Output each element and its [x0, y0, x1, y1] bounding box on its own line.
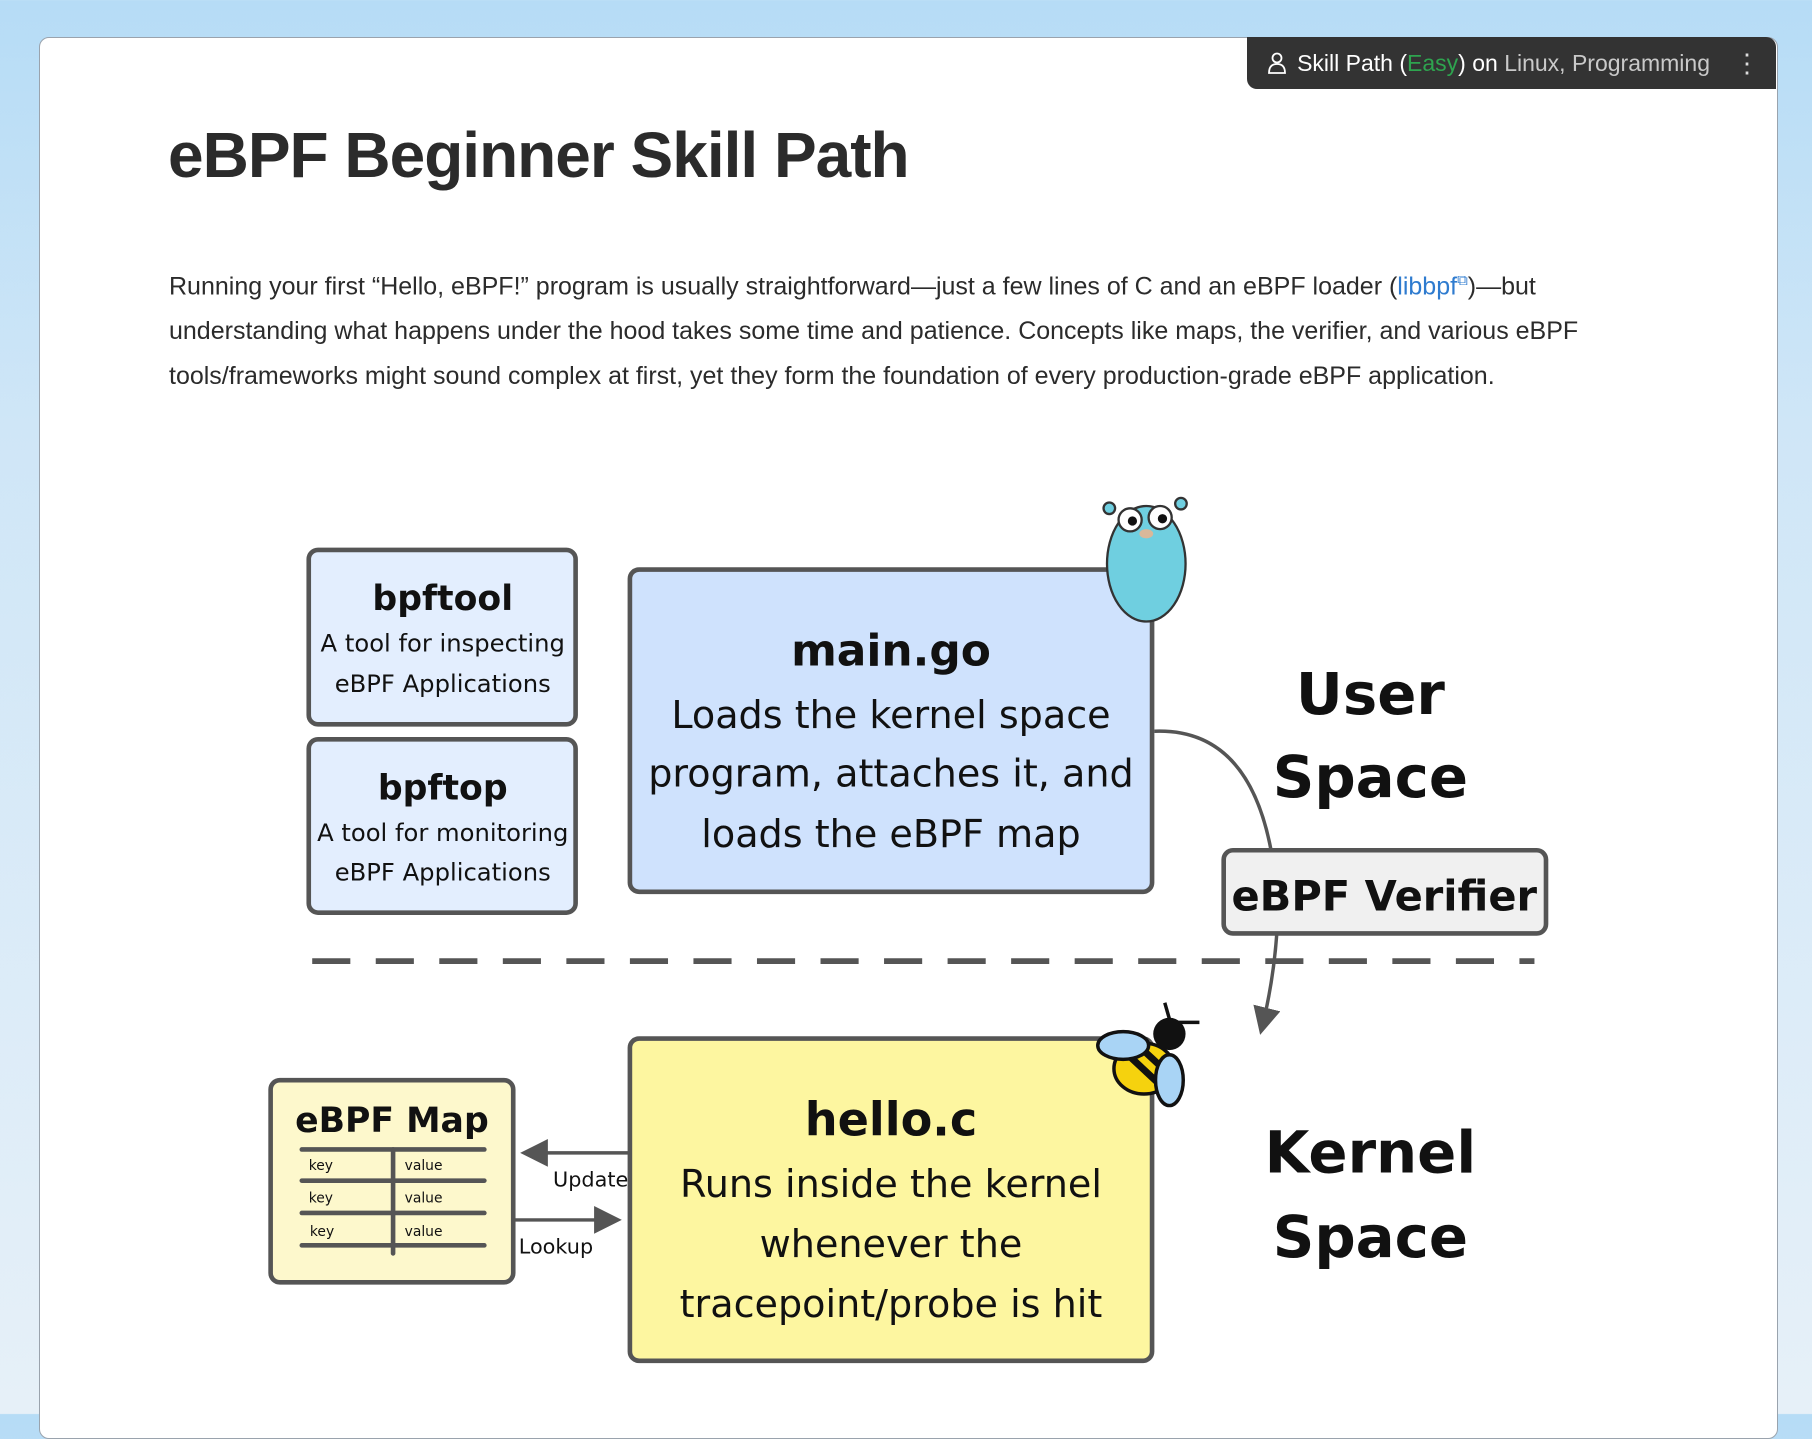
topics-link[interactable]: Linux, Programming	[1504, 49, 1710, 76]
user-space-label-1: User	[1296, 660, 1445, 728]
main-to-verifier-connector	[1154, 729, 1273, 851]
tag-prefix: Skill Path (	[1297, 49, 1408, 76]
lookup-label: Lookup	[519, 1234, 593, 1258]
user-space-label-2: Space	[1273, 743, 1468, 811]
verifier-to-kernel-arrow	[1253, 933, 1281, 1035]
tag-middle: ) on	[1458, 49, 1505, 76]
bpftool-box: bpftool A tool for inspecting eBPF Appli…	[306, 547, 578, 727]
hello-c-box: hello.c Runs inside the kernel whenever …	[627, 1036, 1155, 1364]
hello-c-desc-3: tracepoint/probe is hit	[680, 1282, 1103, 1326]
update-label: Update	[553, 1167, 628, 1191]
bpftop-box: bpftop A tool for monitoring eBPF Applic…	[306, 737, 578, 915]
main-go-desc-2: program, attaches it, and	[648, 752, 1133, 796]
main-go-box: main.go Loads the kernel space program, …	[627, 567, 1155, 895]
main-go-title: main.go	[791, 625, 991, 676]
map-key: key	[310, 1224, 334, 1240]
hello-c-desc-1: Runs inside the kernel	[680, 1162, 1102, 1206]
tag-text: Skill Path (Easy) on Linux, Programming	[1297, 50, 1710, 77]
map-key: key	[309, 1158, 333, 1174]
ebpf-verifier-label: eBPF Verifier	[1231, 871, 1537, 920]
external-link-icon: ⧉	[1457, 272, 1468, 289]
hello-c-desc-2: whenever the	[760, 1222, 1023, 1266]
more-vertical-icon[interactable]: ⋮	[1734, 47, 1760, 78]
ebpf-map-title: eBPF Map	[295, 1101, 489, 1141]
page-title: eBPF Beginner Skill Path	[168, 119, 910, 191]
bpftop-title: bpftop	[378, 768, 508, 808]
map-table: key value key value key value	[309, 1158, 443, 1240]
map-key: key	[309, 1191, 333, 1207]
intro-text-2: )—but understanding what happens under t…	[169, 272, 1579, 391]
skill-path-tag: Skill Path (Easy) on Linux, Programming …	[1247, 37, 1776, 89]
hello-c-title: hello.c	[805, 1093, 978, 1147]
bpftop-desc-1: A tool for monitoring	[317, 818, 568, 847]
bpftool-desc-2: eBPF Applications	[335, 669, 551, 698]
bee-mascot-icon	[1096, 1002, 1200, 1108]
kernel-space-label-2: Space	[1273, 1203, 1468, 1271]
difficulty-badge: Easy	[1407, 49, 1459, 76]
map-value: value	[405, 1191, 443, 1207]
intro-text-1: Running your first “Hello, eBPF!” progra…	[169, 272, 1398, 301]
ebpf-verifier-box: eBPF Verifier	[1221, 847, 1549, 936]
bpftop-desc-2: eBPF Applications	[335, 857, 551, 886]
libbpf-link[interactable]: libbpf	[1397, 272, 1458, 301]
user-icon	[1268, 52, 1286, 74]
kernel-space-label-1: Kernel	[1265, 1119, 1476, 1187]
main-go-desc-3: loads the eBPF map	[701, 812, 1080, 856]
gopher-mascot-icon	[1102, 496, 1188, 623]
bpftool-desc-1: A tool for inspecting	[321, 629, 565, 658]
intro-paragraph: Running your first “Hello, eBPF!” progra…	[169, 258, 1669, 399]
map-value: value	[405, 1224, 443, 1240]
map-value: value	[405, 1158, 443, 1174]
bpftool-title: bpftool	[372, 579, 513, 619]
ebpf-map-box: eBPF Map key value key value key value	[268, 1077, 516, 1285]
main-go-desc-1: Loads the kernel space	[671, 693, 1110, 737]
